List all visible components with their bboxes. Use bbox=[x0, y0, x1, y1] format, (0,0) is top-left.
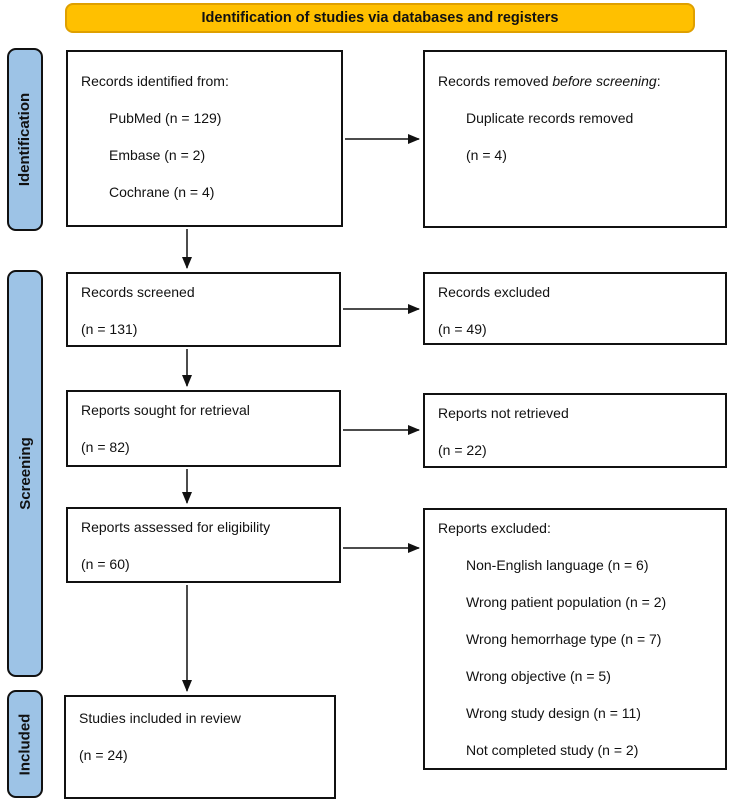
box-records-removed: Records removed before screening: Duplic… bbox=[423, 50, 727, 228]
box-item: Wrong patient population (n = 2) bbox=[466, 594, 667, 610]
stage-label-text: Screening bbox=[16, 437, 34, 510]
box-item: Embase (n = 2) bbox=[109, 147, 206, 163]
box-count: (n = 131) bbox=[81, 321, 138, 337]
stage-label-text: Included bbox=[16, 713, 34, 775]
box-text: Studies included in review bbox=[79, 710, 241, 726]
box-records-excluded: Records excluded (n = 49) bbox=[423, 272, 727, 345]
box-title: Reports excluded: bbox=[438, 520, 551, 536]
box-item: Cochrane (n = 4) bbox=[109, 184, 215, 200]
box-text: Reports assessed for eligibility bbox=[81, 519, 271, 535]
box-title: Records removed before screening: bbox=[438, 73, 712, 89]
box-text: Records screened bbox=[81, 284, 195, 300]
box-title: Records identified from: bbox=[81, 73, 229, 89]
box-text: Reports not retrieved bbox=[438, 405, 569, 421]
box-item: Not completed study (n = 2) bbox=[466, 742, 639, 758]
box-reports-sought: Reports sought for retrieval (n = 82) bbox=[66, 390, 341, 467]
box-item: Wrong study design (n = 11) bbox=[466, 705, 641, 721]
box-item: Wrong hemorrhage type (n = 7) bbox=[466, 631, 662, 647]
box-count: (n = 22) bbox=[438, 442, 487, 458]
box-reports-not-retrieved: Reports not retrieved (n = 22) bbox=[423, 393, 727, 468]
diagram-title: Identification of studies via databases … bbox=[201, 10, 559, 26]
box-item: Duplicate records removed bbox=[466, 110, 634, 126]
box-count: (n = 24) bbox=[79, 747, 128, 763]
box-text: Records excluded bbox=[438, 284, 551, 300]
box-text: Reports sought for retrieval bbox=[81, 402, 250, 418]
stage-label-text: Identification bbox=[16, 92, 34, 187]
box-reports-excluded: Reports excluded: Non-English language (… bbox=[423, 508, 727, 770]
title-prefix: Records removed bbox=[438, 73, 553, 89]
diagram-title-banner: Identification of studies via databases … bbox=[65, 3, 695, 33]
box-reports-assessed: Reports assessed for eligibility (n = 60… bbox=[66, 507, 341, 583]
box-item: (n = 4) bbox=[466, 147, 507, 163]
box-count: (n = 82) bbox=[81, 439, 130, 455]
box-records-identified: Records identified from: PubMed (n = 129… bbox=[66, 50, 343, 227]
box-records-screened: Records screened (n = 131) bbox=[66, 272, 341, 347]
stage-label-identification: Identification bbox=[7, 48, 43, 231]
stage-label-included: Included bbox=[7, 690, 43, 798]
title-italic: before screening bbox=[552, 73, 657, 89]
title-suffix: : bbox=[656, 73, 661, 89]
box-item: Wrong objective (n = 5) bbox=[466, 668, 611, 684]
box-item: PubMed (n = 129) bbox=[109, 110, 222, 126]
box-count: (n = 60) bbox=[81, 556, 130, 572]
stage-label-screening: Screening bbox=[7, 270, 43, 677]
box-count: (n = 49) bbox=[438, 321, 487, 337]
box-studies-included: Studies included in review (n = 24) bbox=[64, 695, 336, 799]
box-item: Non-English language (n = 6) bbox=[466, 557, 649, 573]
